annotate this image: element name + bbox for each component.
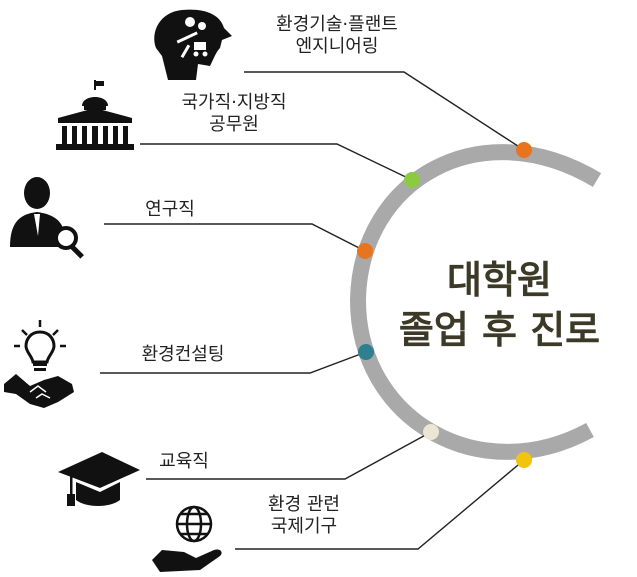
lightbulb-handshake-icon <box>4 320 74 408</box>
connector-line-2 <box>104 223 366 252</box>
career-label-0-line1: 환경기술·플랜트 <box>276 14 398 35</box>
career-label-5: 환경 관련 국제기구 <box>244 494 364 538</box>
connector-line-1 <box>140 143 413 181</box>
career-label-4-line1: 교육직 <box>159 451 209 472</box>
globe-hand-icon <box>152 505 222 572</box>
government-building-icon <box>56 80 134 150</box>
connector-line-5 <box>235 459 525 550</box>
career-label-4: 교육직 <box>146 451 222 473</box>
arc-dot-3 <box>358 344 374 360</box>
researcher-magnifier-icon <box>10 177 84 259</box>
graduation-cap-icon <box>58 452 140 506</box>
connector-line-4 <box>146 431 432 480</box>
career-label-0-line2: 엔지니어링 <box>295 36 379 57</box>
arc-dot-1 <box>404 172 420 188</box>
career-label-0: 환경기술·플랜트 엔지니어링 <box>242 14 432 58</box>
engineer-head-icon <box>154 9 232 80</box>
connector-line-3 <box>100 351 367 374</box>
career-label-5-line2: 국제기구 <box>270 516 338 537</box>
arc-dot-2 <box>357 243 373 259</box>
career-label-1-line2: 공무원 <box>209 114 259 135</box>
center-title: 대학원 졸업 후 진로 <box>372 255 627 355</box>
arc-dot-4 <box>423 424 439 440</box>
center-title-line1: 대학원 <box>447 258 552 302</box>
connector-line-0 <box>244 71 525 151</box>
career-label-2: 연구직 <box>132 199 208 221</box>
center-title-line2: 졸업 후 진로 <box>398 308 601 352</box>
arc-dot-5 <box>516 452 532 468</box>
career-label-2-line1: 연구직 <box>145 199 195 220</box>
career-label-5-line1: 환경 관련 <box>268 494 340 515</box>
career-label-3: 환경컨설팅 <box>108 344 258 366</box>
career-label-1-line1: 국가직·지방직 <box>181 92 287 113</box>
career-label-1: 국가직·지방직 공무원 <box>150 92 318 136</box>
arc-dot-0 <box>516 142 532 158</box>
career-label-3-line1: 환경컨설팅 <box>141 344 225 365</box>
c-arc <box>349 144 602 460</box>
